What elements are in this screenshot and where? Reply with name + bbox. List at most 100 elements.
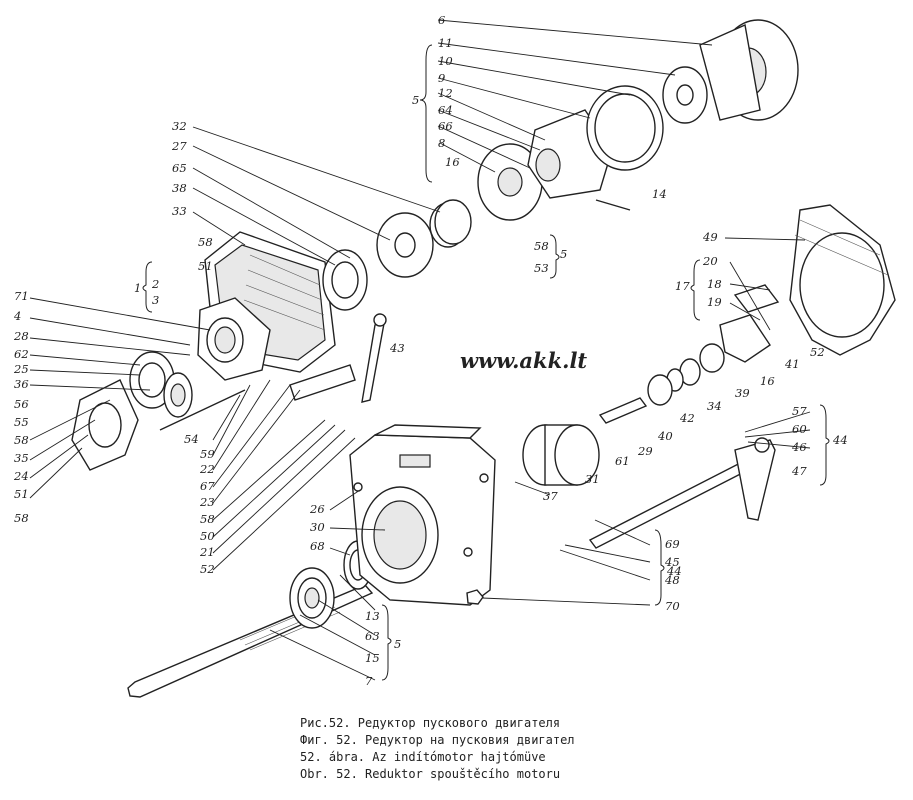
part-label-4: 4	[13, 309, 21, 323]
spring-14	[595, 199, 631, 211]
part-label-54: 54	[184, 432, 199, 446]
part-label-2: 2	[151, 277, 159, 291]
plate-8	[477, 143, 543, 221]
body-19	[719, 314, 771, 363]
part-label-43: 43	[389, 341, 405, 355]
part-label-15: 15	[365, 651, 380, 665]
drum-gear-6	[699, 19, 799, 121]
part-label-66: 66	[438, 119, 453, 133]
part-label-68: 68	[310, 539, 325, 553]
part-label-24: 24	[13, 469, 29, 483]
part-label-16: 16	[445, 155, 460, 169]
part-label-11: 11	[438, 36, 453, 50]
part-label-37: 37	[543, 489, 558, 503]
part-label-41: 41	[784, 357, 800, 371]
part-label-12: 12	[438, 86, 453, 100]
brace-5-top	[419, 44, 433, 183]
part-label-31: 31	[585, 472, 600, 486]
part-label-29: 29	[637, 444, 653, 458]
spring-27	[429, 199, 472, 248]
part-label-58: 58	[534, 239, 549, 253]
part-label-52: 52	[810, 345, 825, 359]
part-label-60: 60	[792, 422, 807, 436]
part-label-50: 50	[200, 529, 215, 543]
part-label-22: 22	[199, 462, 215, 476]
part-label-14: 14	[652, 187, 667, 201]
part-label-26: 26	[309, 502, 325, 516]
part-label-52: 52	[200, 562, 215, 576]
washer-11	[662, 66, 708, 124]
caption-hungarian: 52. ábra. Az indítómotor hajtómüve	[300, 750, 546, 764]
disc-32	[376, 212, 434, 278]
part-label-70: 70	[665, 599, 680, 613]
front-housing-1	[197, 297, 271, 381]
part-label-6: 6	[438, 13, 445, 27]
part-label-67: 67	[200, 479, 215, 493]
spring-39	[699, 343, 725, 373]
part-label-21: 21	[199, 545, 215, 559]
part-label-16: 16	[760, 374, 775, 388]
part-label-47: 47	[791, 464, 807, 478]
part-label-51: 51	[14, 487, 29, 501]
part-label-57: 57	[792, 404, 807, 418]
part-label-51: 51	[198, 259, 213, 273]
caption-czech: Obr. 52. Reduktor spouštěcího motoru	[300, 767, 561, 781]
bracket-18	[733, 284, 780, 313]
part-label-46: 46	[791, 440, 807, 454]
part-label-5: 5	[412, 93, 419, 107]
part-label-32: 32	[172, 119, 187, 133]
bolt-54	[159, 389, 246, 431]
caption-russian: Рис.52. Редуктор пускового двигателя	[300, 716, 561, 730]
plug-70	[466, 589, 484, 605]
part-label-61: 61	[615, 454, 630, 468]
part-label-64: 64	[438, 103, 453, 117]
part-label-9: 9	[438, 71, 445, 85]
part-label-55: 55	[14, 415, 29, 429]
gear-31	[522, 424, 600, 486]
part-label-27: 27	[171, 139, 187, 153]
ring-10	[586, 85, 664, 171]
caption-bulgarian: Фиг. 52. Редуктор на пусковия двигател	[300, 733, 575, 747]
part-label-10: 10	[438, 54, 453, 68]
part-label-42: 42	[679, 411, 695, 425]
brace-1	[142, 261, 153, 313]
brace-17	[690, 259, 701, 321]
part-label-38: 38	[172, 181, 187, 195]
shaft-23	[289, 364, 356, 401]
gasket-49	[789, 204, 896, 356]
part-label-44: 44	[666, 564, 682, 578]
part-label-44: 44	[832, 433, 848, 447]
watermark: www.akk.lt	[460, 348, 588, 373]
pin-29	[598, 397, 648, 424]
part-label-1: 1	[134, 281, 141, 295]
brace-5-mid	[549, 234, 560, 279]
part-label-40: 40	[657, 429, 673, 443]
part-label-7: 7	[365, 674, 373, 688]
part-label-58: 58	[14, 433, 29, 447]
part-label-65: 65	[172, 161, 187, 175]
end-cover-24	[71, 379, 139, 471]
part-label-33: 33	[172, 204, 187, 218]
part-label-48: 48	[664, 573, 680, 587]
bearing-40	[647, 374, 673, 406]
part-label-5: 5	[394, 637, 401, 651]
lever-assembly-44	[588, 437, 776, 549]
part-label-17: 17	[675, 279, 690, 293]
part-label-19: 19	[707, 295, 722, 309]
part-label-59: 59	[200, 447, 215, 461]
lever-43	[361, 313, 387, 403]
part-label-18: 18	[707, 277, 722, 291]
part-label-58: 58	[198, 235, 213, 249]
brace-44-right	[819, 404, 830, 486]
leader-lines	[29, 19, 811, 681]
part-label-30: 30	[310, 520, 325, 534]
part-label-36: 36	[14, 377, 29, 391]
gear-65	[322, 249, 368, 311]
part-label-35: 35	[14, 451, 29, 465]
part-label-49: 49	[702, 230, 718, 244]
part-label-8: 8	[438, 136, 445, 150]
part-label-34: 34	[707, 399, 722, 413]
part-label-25: 25	[13, 362, 29, 376]
